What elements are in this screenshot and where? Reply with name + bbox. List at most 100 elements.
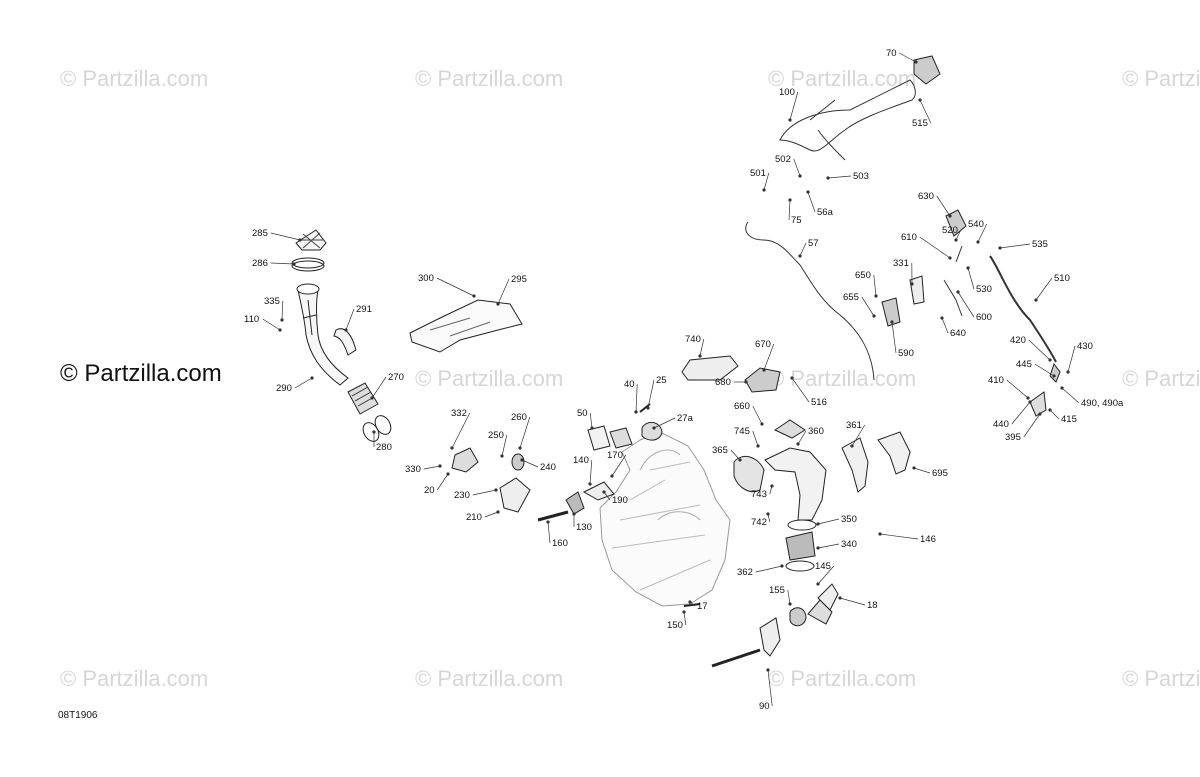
- callout-label: 515: [912, 118, 928, 129]
- fastener-dot: [770, 484, 774, 488]
- heat-shield: [409, 299, 523, 353]
- leader-line: [294, 377, 313, 389]
- leader-line: [270, 232, 301, 241]
- fastener-dot: [766, 512, 770, 516]
- fastener-dot: [546, 520, 550, 524]
- fastener-dot: [1038, 412, 1042, 416]
- fastener-dot: [796, 442, 800, 446]
- callout-label: 510: [1054, 273, 1070, 284]
- fastener-dot: [688, 600, 692, 604]
- leader-line: [497, 278, 510, 305]
- callout-label: 501: [750, 168, 766, 179]
- callout-label: 18: [867, 600, 878, 611]
- bellcrank: [1029, 391, 1047, 417]
- fastener-dot: [500, 454, 504, 458]
- cover-plate: [582, 481, 615, 501]
- fastener-dot: [798, 174, 802, 178]
- lever: [759, 617, 781, 657]
- fastener-dot: [698, 354, 702, 358]
- spring: [955, 245, 963, 263]
- leader-line: [767, 669, 773, 707]
- fastener-dot: [738, 458, 742, 462]
- fastener-dot: [344, 328, 348, 332]
- callout-label: 361: [846, 420, 862, 431]
- rod: [943, 279, 963, 317]
- leader-line: [797, 430, 807, 445]
- leader-line: [281, 300, 284, 321]
- callout-label: 740: [685, 334, 701, 345]
- bracket: [909, 275, 925, 305]
- fastener-dot: [588, 482, 592, 486]
- leader-line: [1011, 401, 1031, 425]
- leader-line: [977, 223, 988, 243]
- leader-line: [919, 99, 932, 124]
- panel: [841, 437, 869, 493]
- hose-clamp: [362, 422, 380, 442]
- leader-line: [755, 565, 783, 573]
- bushing: [511, 453, 525, 471]
- callout-label: 330: [405, 464, 421, 475]
- filler-bracket: [333, 328, 357, 356]
- fastener-dot: [956, 290, 960, 294]
- fastener-dot: [914, 60, 918, 64]
- fastener-dot: [280, 318, 284, 322]
- callout-label: 170: [607, 450, 623, 461]
- fastener-dot: [370, 396, 374, 400]
- callout-label: 286: [252, 258, 268, 269]
- callout-label: 140: [573, 455, 589, 466]
- linkage-rod: [989, 255, 1057, 363]
- filler-ring: [291, 260, 325, 272]
- watermark: © Partzilla.com: [60, 666, 209, 691]
- leader-line: [699, 338, 705, 357]
- fastener-dot: [450, 446, 454, 450]
- flange: [609, 427, 633, 449]
- lever: [817, 583, 839, 611]
- callout-label: 540: [968, 219, 984, 230]
- switch-housing: [913, 55, 941, 85]
- watermark: © Partzilla.com: [60, 66, 209, 91]
- callout-label: 70: [886, 48, 897, 59]
- callout-label: 650: [855, 270, 871, 281]
- callout-label: 410: [988, 375, 1004, 386]
- fastener-dot: [572, 512, 576, 516]
- callout-label: 20: [424, 485, 435, 496]
- fastener-dot: [954, 238, 958, 242]
- watermark: © Partzilla.com: [768, 66, 917, 91]
- leader-line: [967, 267, 975, 290]
- throttle-cable: [745, 221, 875, 381]
- callout-label: 145: [815, 561, 831, 572]
- fastener-dot: [496, 302, 500, 306]
- leader-line: [345, 308, 355, 331]
- fastener-dot: [948, 256, 952, 260]
- callout-label: 270: [388, 372, 404, 383]
- fastener-dot: [610, 474, 614, 478]
- callout-label: 395: [1005, 432, 1021, 443]
- leader-line: [270, 262, 295, 265]
- callout-label: 445: [1016, 359, 1032, 370]
- leader-line: [763, 172, 770, 191]
- fastener-dot: [602, 490, 606, 494]
- leader-line: [436, 277, 475, 297]
- leader-line: [957, 291, 975, 318]
- fastener-dot: [496, 510, 500, 514]
- callout-label: 362: [737, 567, 753, 578]
- fastener-dot: [372, 430, 376, 434]
- gasket: [587, 425, 611, 451]
- leader-line: [799, 242, 807, 257]
- leader-line: [1049, 409, 1060, 420]
- fastener-dot: [838, 596, 842, 600]
- watermark: © Partzilla.com: [415, 666, 564, 691]
- leader-line: [839, 597, 866, 606]
- leader-lines: [262, 52, 1080, 707]
- callout-label: 360: [808, 426, 824, 437]
- callout-label: 640: [950, 328, 966, 339]
- leader-line: [763, 343, 775, 371]
- fastener-dot: [1048, 358, 1052, 362]
- fastener-dot: [520, 458, 524, 462]
- fastener-dot: [798, 254, 802, 258]
- fastener-dot: [1066, 370, 1070, 374]
- fastener-dot: [874, 294, 878, 298]
- callout-label: 155: [769, 585, 785, 596]
- callout-label: 430: [1077, 341, 1093, 352]
- watermark: © Partzilla.com: [1122, 366, 1200, 391]
